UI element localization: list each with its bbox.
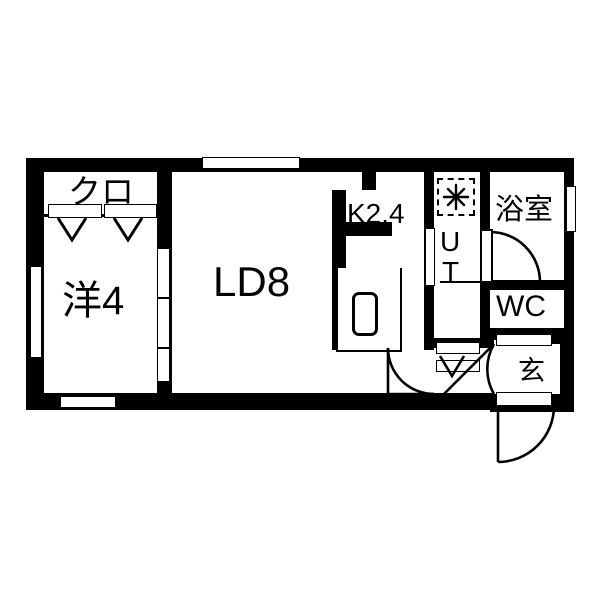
sliding-door-ld-to-western-2[interactable] (157, 298, 170, 348)
room-kitchen-notch (332, 172, 362, 190)
wall-bath-wc (480, 280, 574, 290)
sliding-door-ld-to-western-3[interactable] (157, 348, 170, 382)
label-closet: クロ (68, 173, 134, 210)
kitchen-upper-cabinet (346, 222, 392, 236)
window-right-bath (566, 186, 576, 232)
wall-utility-right (480, 158, 490, 348)
room-kitchen-notch-2 (376, 172, 424, 190)
utility-bottom-panel-2 (436, 360, 480, 372)
room-bath (490, 172, 564, 282)
label-bath: 浴室 (495, 194, 554, 226)
entrance-door-panel[interactable] (496, 392, 552, 406)
label-kitchen: K2.4 (347, 198, 405, 229)
window-left-western (30, 266, 42, 358)
label-utility-t: T (442, 256, 460, 287)
room-living-dining (172, 172, 332, 393)
washer-space-icon (437, 178, 475, 216)
room-toilet (490, 288, 564, 330)
label-entrance: 玄 (518, 356, 545, 386)
label-utility-u: U (440, 226, 461, 257)
room-entrance (494, 344, 560, 394)
utility-doorway-slot[interactable] (425, 228, 435, 286)
window-top-living (202, 157, 300, 169)
label-toilet: WC (496, 290, 546, 323)
label-western-room: 洋4 (62, 279, 125, 323)
sliding-door-ld-to-western-1[interactable] (157, 248, 170, 298)
label-living-dining: LD8 (213, 258, 291, 305)
room-western (44, 216, 157, 393)
window-bottom-western (60, 396, 116, 408)
kitchen-sink-basin (352, 292, 378, 336)
toilet-door-panel[interactable] (496, 334, 552, 346)
utility-bottom-panel-1 (436, 342, 480, 354)
